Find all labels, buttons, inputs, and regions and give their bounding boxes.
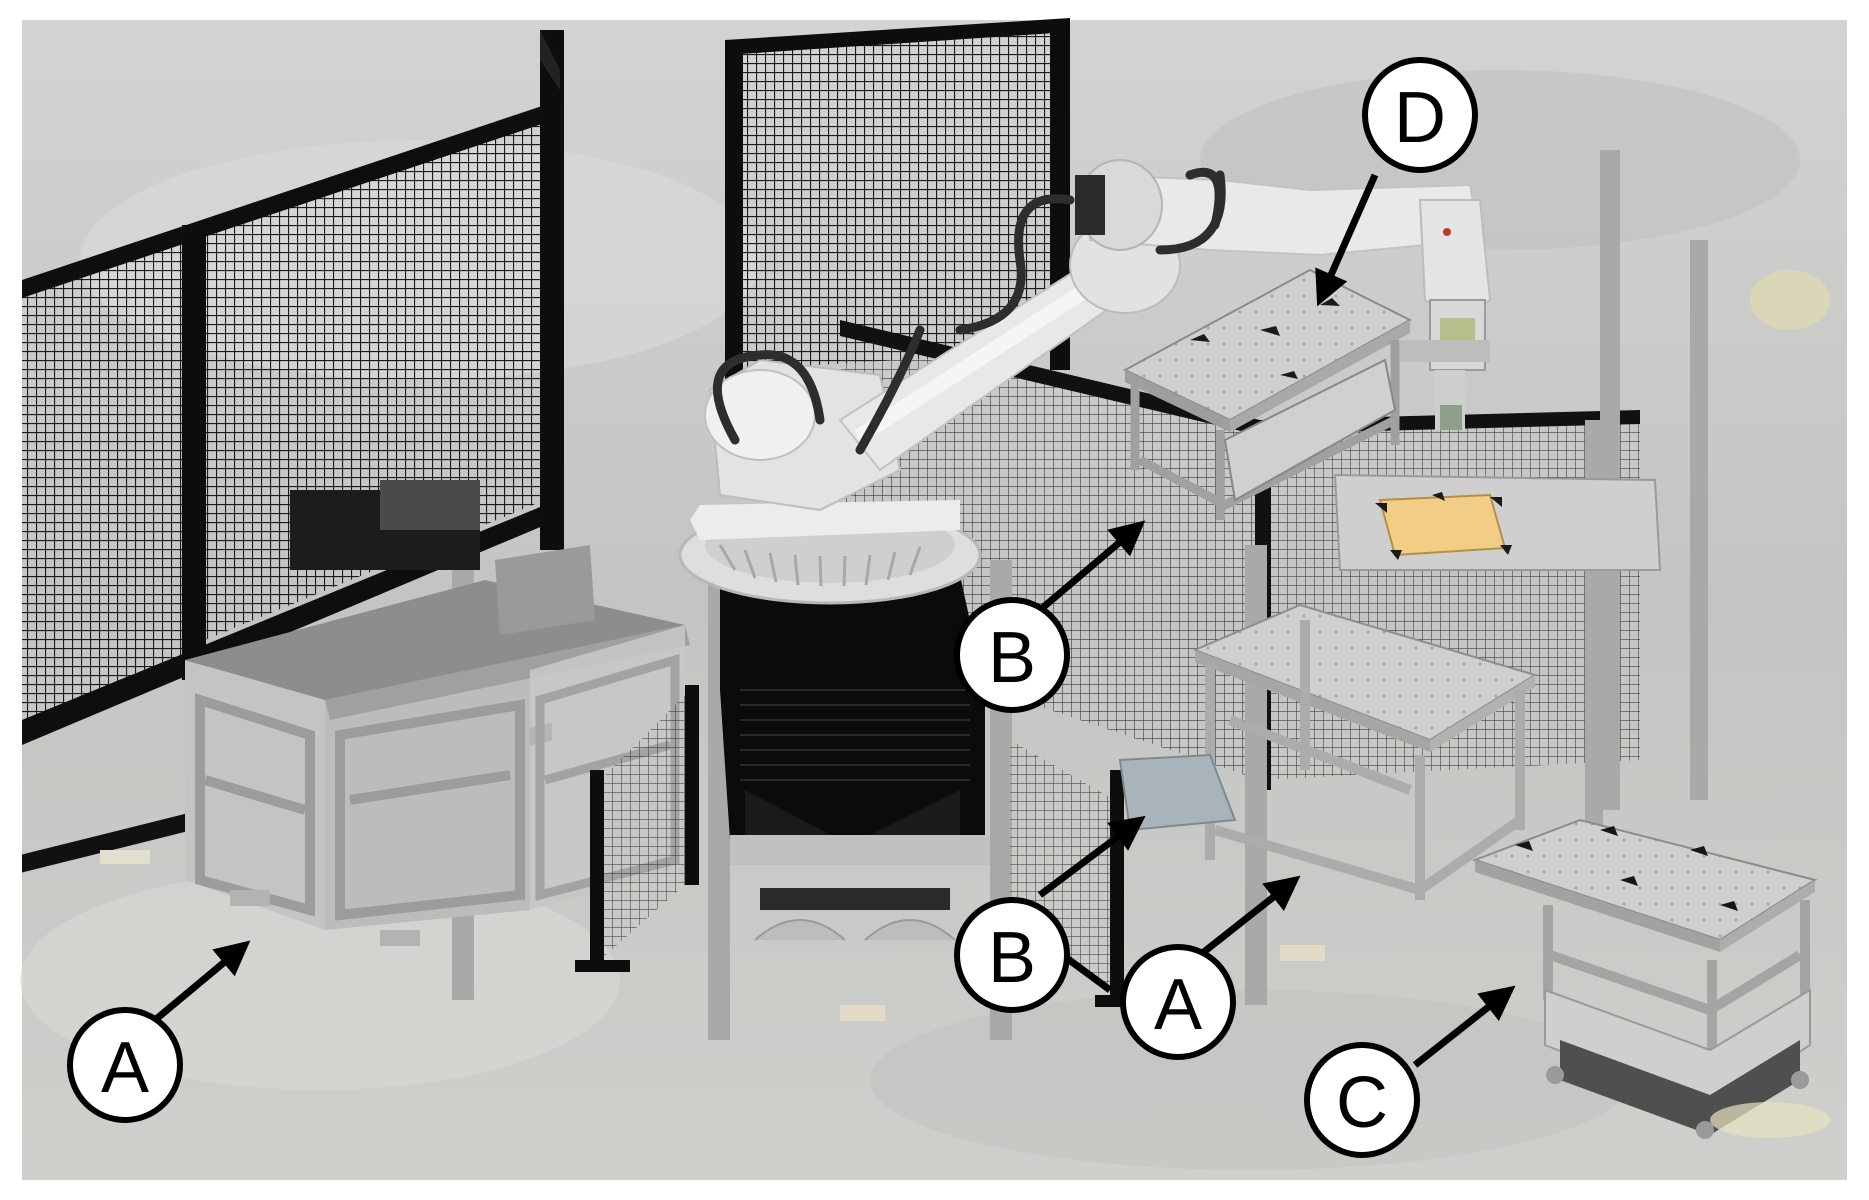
agv-cart <box>1472 818 1830 1139</box>
arrow-a2 <box>1197 875 1301 958</box>
arrow-d1 <box>1315 173 1379 307</box>
arrow-a1 <box>152 940 251 1023</box>
callout-arrows <box>152 173 1516 1068</box>
workstation-table-right <box>1192 603 1538 900</box>
callout-c1-label: C <box>1336 1063 1388 1143</box>
callout-c1: C <box>1304 1042 1420 1158</box>
arrow-b1 <box>1037 520 1146 613</box>
industrial-robot-arm <box>678 159 1492 605</box>
arrow-c1 <box>1412 985 1516 1068</box>
callout-b1-label: B <box>988 618 1036 698</box>
workstation-table-left <box>185 580 690 946</box>
callout-a2: A <box>1120 944 1236 1060</box>
safety-fence-front-left <box>575 685 699 972</box>
callout-d1: D <box>1362 57 1478 173</box>
callout-b2: B <box>954 897 1070 1013</box>
arrow-b2 <box>1037 815 1146 898</box>
fixture-plate-table <box>1333 473 1662 571</box>
callout-a1-label: A <box>101 1028 149 1108</box>
fixture-table-d <box>1122 268 1413 520</box>
callout-b1: B <box>954 597 1070 713</box>
callout-b2-label: B <box>988 918 1036 998</box>
callout-a1: A <box>67 1007 183 1123</box>
robot-pedestal <box>720 575 990 941</box>
callout-d1-label: D <box>1394 78 1446 158</box>
callout-a2-label: A <box>1154 965 1202 1045</box>
